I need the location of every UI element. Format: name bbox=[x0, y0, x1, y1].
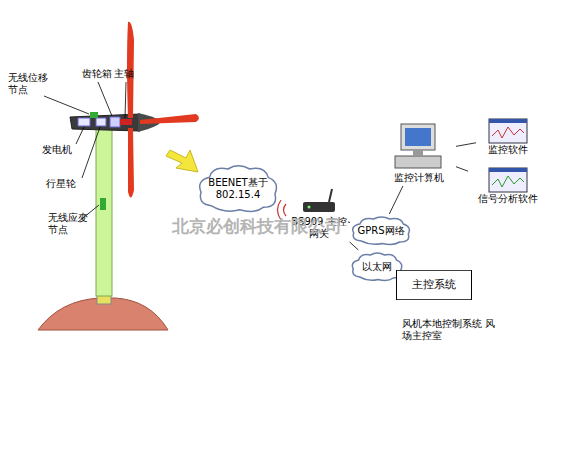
router-body bbox=[303, 202, 335, 212]
node-label: 主控系统 bbox=[396, 278, 472, 291]
node-label: BEENET基于 802.15.4 bbox=[196, 177, 280, 201]
part-label: 主轴 bbox=[114, 68, 134, 80]
leader-line bbox=[125, 82, 126, 118]
connector bbox=[456, 167, 468, 171]
screen-node: 监控软件 bbox=[478, 118, 538, 156]
strain-node bbox=[100, 198, 106, 210]
icon bbox=[488, 167, 528, 193]
connector bbox=[456, 143, 476, 147]
gearbox bbox=[110, 117, 120, 127]
node-label: 信号分析软件 bbox=[470, 193, 546, 205]
leader-line bbox=[98, 82, 112, 116]
part-label: 风机本地控制系统 风场主控室 bbox=[402, 318, 502, 342]
software-window bbox=[489, 119, 527, 143]
pc-case bbox=[395, 156, 441, 168]
node-label: 监控软件 bbox=[478, 144, 538, 156]
monitor-stand bbox=[413, 150, 423, 156]
main-shaft bbox=[120, 119, 132, 125]
connector bbox=[348, 221, 350, 223]
planet-gear bbox=[96, 118, 106, 126]
system-box: 主控系统 bbox=[396, 270, 472, 300]
node-label: 监控计算机 bbox=[384, 172, 454, 184]
monitor bbox=[401, 124, 435, 150]
part-label: 行星轮 bbox=[46, 178, 76, 190]
box-rect bbox=[396, 270, 471, 300]
node-label: GPRS网络 bbox=[350, 225, 412, 237]
network-cloud: BEENET基于 802.15.4 bbox=[196, 164, 280, 214]
part-label: 无线应变节点 bbox=[48, 212, 88, 236]
title-bar bbox=[489, 119, 527, 123]
tower bbox=[96, 128, 112, 296]
signal-arrow bbox=[166, 150, 198, 172]
leader-line bbox=[44, 96, 89, 114]
antenna bbox=[329, 189, 332, 202]
leader-line bbox=[82, 127, 100, 178]
displacement-node bbox=[90, 112, 98, 118]
generator bbox=[78, 118, 90, 126]
connector bbox=[389, 186, 403, 214]
icon bbox=[488, 118, 528, 144]
leader-line bbox=[76, 127, 84, 144]
icon bbox=[393, 122, 445, 172]
part-label: 无线位移节点 bbox=[8, 72, 48, 96]
part-label: 发电机 bbox=[42, 144, 72, 156]
watermark: 北京必创科技有限公司 bbox=[172, 216, 342, 236]
connector bbox=[350, 242, 359, 250]
cloud-path bbox=[200, 166, 277, 212]
software-window bbox=[489, 168, 527, 192]
led bbox=[308, 206, 311, 209]
icon bbox=[299, 188, 339, 216]
computer-node: 监控计算机 bbox=[384, 122, 454, 184]
screen-node: 信号分析软件 bbox=[470, 167, 546, 205]
part-label: 齿轮箱 bbox=[82, 68, 112, 80]
signal-trace bbox=[492, 127, 524, 138]
title-bar bbox=[489, 168, 527, 172]
network-cloud: GPRS网络 bbox=[350, 216, 412, 246]
monitor-screen bbox=[405, 128, 431, 146]
blade bbox=[140, 114, 199, 124]
signal-trace bbox=[492, 176, 524, 187]
blade bbox=[128, 128, 134, 198]
